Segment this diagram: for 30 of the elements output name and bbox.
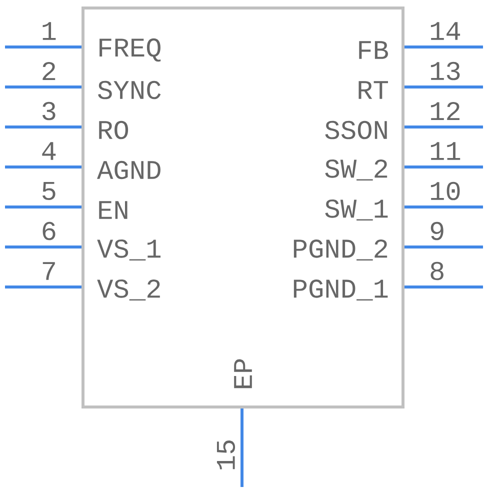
pin-name: FREQ bbox=[100, 38, 161, 62]
pin-name: EP bbox=[234, 359, 252, 388]
pin-number: 10 bbox=[430, 182, 460, 200]
pin-name: SYNC bbox=[98, 80, 161, 100]
pin-number: 7 bbox=[42, 262, 55, 280]
pin-number: 4 bbox=[42, 142, 56, 160]
pin-number: 6 bbox=[42, 222, 56, 240]
pin-name: SSON bbox=[325, 120, 387, 140]
pin-number: 1 bbox=[42, 22, 56, 40]
pin-name: SW_1 bbox=[325, 200, 388, 220]
pin-name: RT bbox=[358, 81, 388, 99]
pin-name: PGND_2 bbox=[294, 240, 388, 260]
pin-name: EN bbox=[99, 201, 128, 219]
pin-number: 15 bbox=[216, 440, 236, 470]
pin-number: 8 bbox=[430, 262, 444, 280]
pin-number: 11 bbox=[430, 142, 460, 160]
pin-name: FB bbox=[359, 41, 388, 59]
pin-number: 13 bbox=[430, 62, 460, 80]
pin-number: 14 bbox=[430, 22, 460, 40]
pin-name: SW_2 bbox=[325, 160, 388, 180]
pin-number: 9 bbox=[430, 222, 444, 240]
pin-number: 12 bbox=[430, 102, 460, 120]
pin-number: 3 bbox=[42, 102, 56, 120]
pin-number: 2 bbox=[42, 62, 56, 80]
pin-number: 5 bbox=[42, 182, 56, 200]
pin-name: PGND_1 bbox=[294, 280, 388, 300]
pin-name: RO bbox=[99, 120, 128, 140]
pin-name: VS_1 bbox=[97, 240, 160, 260]
pin-name: AGND bbox=[97, 160, 160, 180]
pin-name: VS_2 bbox=[97, 280, 160, 300]
